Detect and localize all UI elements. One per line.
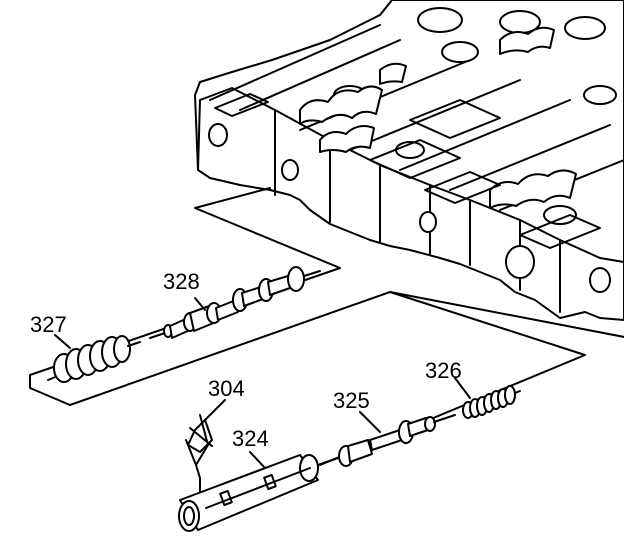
spring-327 bbox=[47, 335, 141, 383]
label-304: 304 bbox=[208, 376, 245, 401]
label-326: 326 bbox=[425, 358, 462, 383]
valve-328 bbox=[149, 266, 321, 339]
clip-304 bbox=[185, 414, 213, 479]
spring-326 bbox=[462, 385, 521, 419]
leader-lines bbox=[54, 297, 471, 469]
label-324: 324 bbox=[232, 426, 269, 451]
valve-325 bbox=[317, 414, 456, 467]
label-325: 325 bbox=[333, 388, 370, 413]
sleeve-324 bbox=[178, 454, 319, 532]
bore-spools bbox=[299, 26, 577, 209]
label-327: 327 bbox=[30, 312, 67, 337]
valve-body-casting bbox=[194, 0, 624, 321]
label-328: 328 bbox=[163, 269, 200, 294]
